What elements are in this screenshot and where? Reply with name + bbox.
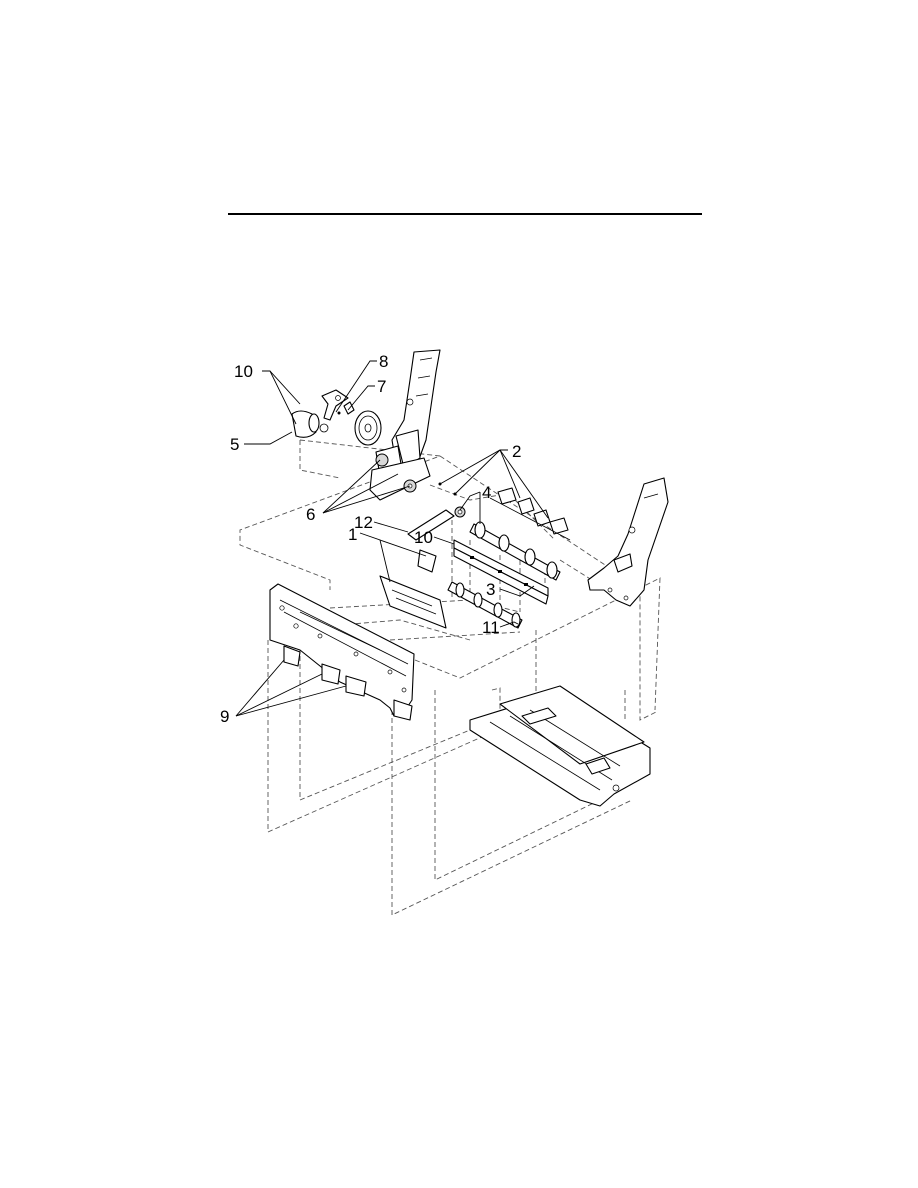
callout-10-motor: 10 <box>234 362 253 381</box>
callout-6: 6 <box>306 505 315 524</box>
bracket-part-8 <box>321 389 349 421</box>
callout-1: 1 <box>348 525 357 544</box>
callout-11: 11 <box>482 618 500 637</box>
callout-2: 2 <box>512 442 521 461</box>
callout-4: 4 <box>482 483 491 502</box>
motor-part-5 <box>291 410 329 438</box>
callout-7: 7 <box>377 377 386 396</box>
callout-12: 12 <box>354 513 373 532</box>
callout-9: 9 <box>220 707 229 726</box>
callout-labels: 10 8 7 5 2 4 6 12 1 10 3 11 9 <box>220 352 521 726</box>
callout-8: 8 <box>379 352 388 371</box>
left-side-frame <box>369 349 441 501</box>
lower-roller-shaft-part-11 <box>447 581 523 629</box>
right-side-frame <box>587 477 669 607</box>
callout-3: 3 <box>486 580 495 599</box>
upper-roller-shaft <box>469 521 561 581</box>
paper-tray <box>469 685 651 807</box>
clip-parts-2 <box>438 482 571 541</box>
callout-5: 5 <box>230 435 239 454</box>
paper-guide-part-1 <box>379 549 447 629</box>
guide-plate-part-3 <box>453 539 549 605</box>
belt-part-12 <box>407 509 455 541</box>
main-frame <box>269 583 415 721</box>
gear-part-4 <box>454 506 466 518</box>
large-gear <box>354 410 382 446</box>
header-rule <box>228 213 702 215</box>
assembly-dashed-lines <box>239 439 661 916</box>
clip-part-7 <box>337 401 355 415</box>
callout-10-shaft: 10 <box>414 528 433 547</box>
callout-leaders <box>235 360 549 717</box>
